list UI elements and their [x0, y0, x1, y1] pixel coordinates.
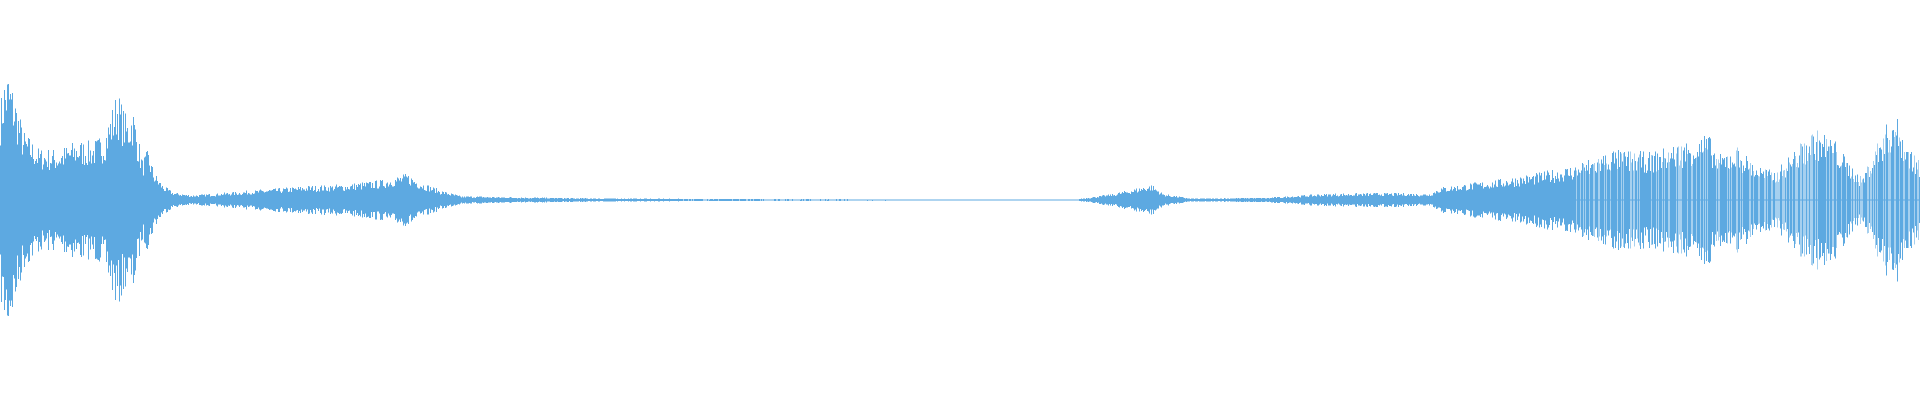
- audio-waveform: [0, 84, 1920, 316]
